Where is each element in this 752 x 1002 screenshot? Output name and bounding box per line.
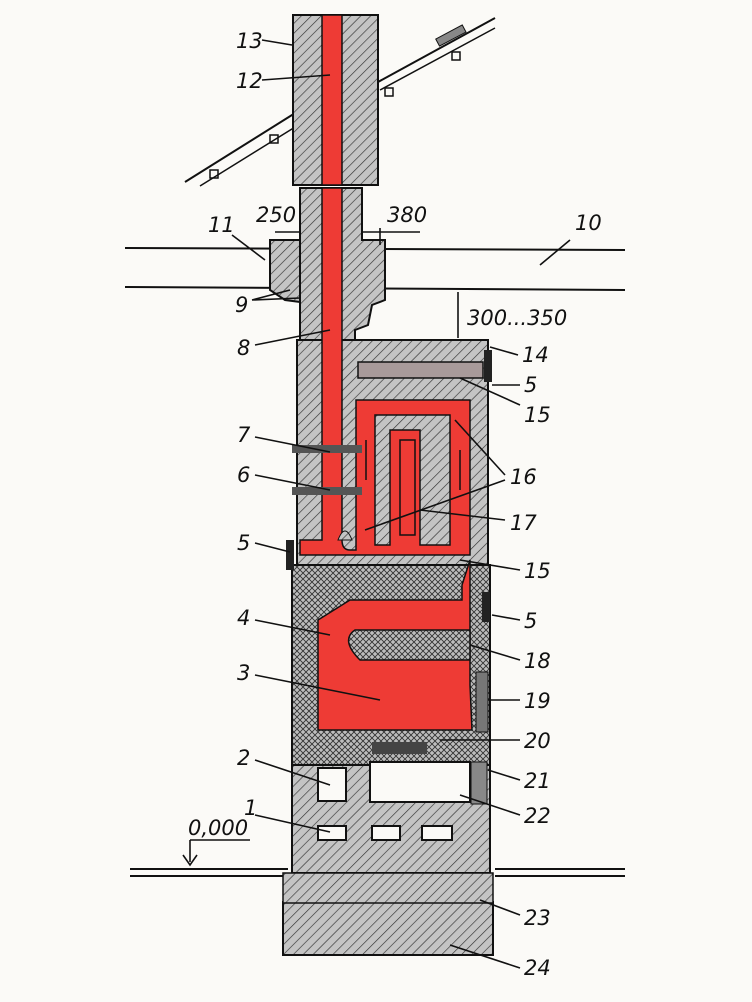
label-14: 14: [522, 343, 549, 367]
label-17: 17: [510, 511, 537, 535]
label-2: 2: [237, 746, 250, 770]
waterproofing: [282, 872, 494, 904]
dim-300-350: 300...350: [467, 306, 567, 330]
chimney-top: [292, 14, 379, 186]
label-5-left: 5: [237, 531, 250, 555]
label-15-bottom: 15: [524, 559, 551, 583]
floor-line: [130, 868, 625, 877]
label-3: 3: [237, 661, 250, 685]
label-10: 10: [575, 211, 602, 235]
label-15-top: 15: [524, 403, 551, 427]
foundation: [282, 901, 494, 956]
dimension-lines: [182, 228, 459, 867]
door-5c: [482, 592, 490, 622]
grate: [372, 742, 427, 754]
label-5-top: 5: [524, 373, 537, 397]
cover-plate: [357, 361, 484, 379]
level-0-000: 0,000: [188, 816, 248, 840]
leader-lines: [231, 39, 571, 969]
part-labels: 13 12 11 250 380 10 9 300...350 8 14 5 1…: [188, 29, 602, 980]
damper-7: [292, 445, 362, 453]
label-21: 21: [524, 769, 551, 793]
label-23: 23: [524, 906, 551, 930]
label-20: 20: [524, 729, 551, 753]
label-4: 4: [237, 606, 250, 630]
label-7: 7: [237, 423, 251, 447]
door-5b: [484, 350, 492, 382]
label-6: 6: [237, 463, 250, 487]
stove-base: [282, 761, 494, 956]
dim-250: 250: [256, 203, 296, 227]
label-24: 24: [524, 956, 551, 980]
label-9: 9: [235, 293, 248, 317]
label-16: 16: [510, 465, 537, 489]
ash-door: [470, 761, 488, 805]
stove-upper: [292, 187, 489, 566]
label-13: 13: [236, 29, 263, 53]
fire-door: [475, 671, 489, 733]
label-19: 19: [524, 689, 551, 713]
label-5-right: 5: [524, 609, 537, 633]
dim-380: 380: [387, 203, 427, 227]
label-12: 12: [236, 69, 263, 93]
label-11: 11: [208, 213, 235, 237]
label-22: 22: [524, 804, 551, 828]
damper-6: [292, 487, 362, 495]
label-8: 8: [237, 336, 250, 360]
door-5a: [286, 540, 294, 570]
label-18: 18: [524, 649, 551, 673]
label-1: 1: [244, 796, 257, 820]
